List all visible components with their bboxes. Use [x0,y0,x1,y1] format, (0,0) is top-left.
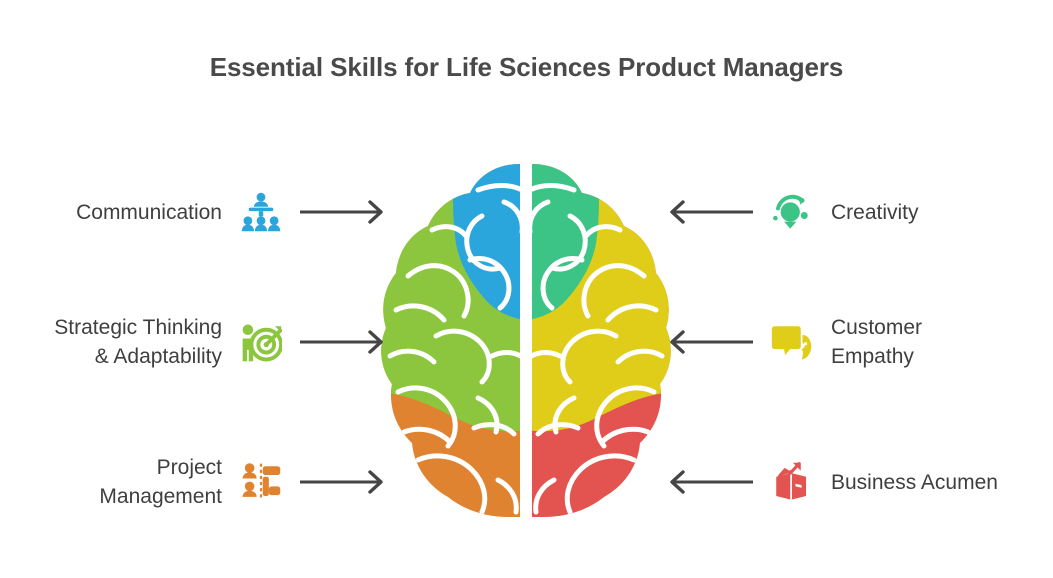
arrow-left-icon [663,200,755,224]
skill-label-business-acumen: Business Acumen [831,470,998,494]
person-target-icon [238,319,284,365]
growth-box-icon [769,459,815,505]
brain-right-gyri [532,183,665,515]
skill-label-strategic-thinking: Strategic Thinking & Adaptability [54,316,222,368]
skill-row-strategic-thinking: Strategic Thinking & Adaptability [54,302,390,382]
arrow-right-icon [298,200,390,224]
brain-left-hemisphere [381,164,521,517]
two-hemisphere-brain-diagram [378,160,674,522]
brain-left-gyri [387,183,521,515]
page-title: Essential Skills for Life Sciences Produ… [209,52,844,82]
gantt-people-icon [238,459,284,505]
skill-label-creativity: Creativity [831,200,919,224]
skill-row-business-acumen: Business Acumen [663,442,998,522]
skill-label-communication: Communication [76,200,222,224]
presentation-audience-icon [238,189,284,235]
brain-central-fissure [521,160,531,522]
brain-right-hemisphere [532,164,671,517]
skill-row-project-management: Project Management [99,442,390,522]
cart-chat-face-icon [769,319,815,365]
arrow-right-icon [298,470,390,494]
arrow-right-icon [298,330,390,354]
skill-label-project-management: Project Management [99,456,222,508]
arrow-left-icon [663,330,755,354]
skill-label-customer-empathy: Customer Empathy [831,316,923,368]
skill-row-creativity: Creativity [663,182,919,242]
skill-row-customer-empathy: Customer Empathy [663,302,922,382]
skill-row-communication: Communication [76,182,390,242]
lightbulb-idea-icon [769,189,815,235]
arrow-left-icon [663,470,755,494]
